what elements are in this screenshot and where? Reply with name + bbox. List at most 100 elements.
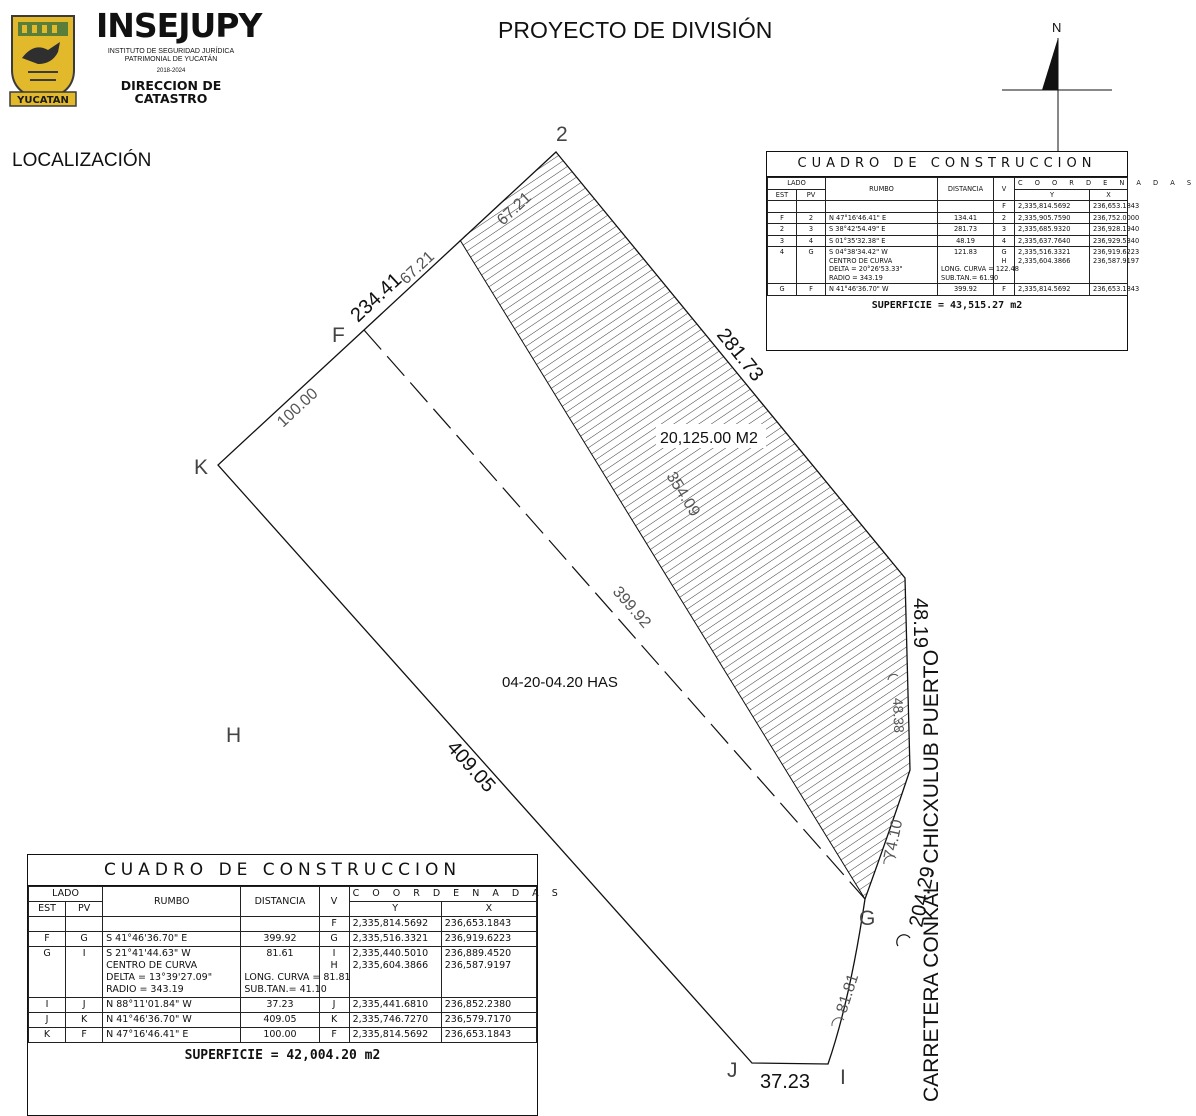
table-row: J K N 41°46'36.70" W 409.05 K 2,335,746.… bbox=[27, 1012, 538, 1028]
rumbo-line: S 04°38'34.42" W bbox=[829, 248, 888, 256]
x-line: 236,889.4520 bbox=[444, 948, 512, 959]
cell-rumbo: N 88°11'01.84" W bbox=[102, 997, 242, 1013]
area-hatched-label: 20,125.00 M2 bbox=[660, 430, 758, 447]
cell-v: G bbox=[318, 931, 350, 947]
th-est: EST bbox=[27, 901, 67, 917]
rumbo-line: DELTA = 13°39'27.09" bbox=[106, 972, 213, 983]
brand-department-line2: CATASTRO bbox=[134, 91, 208, 106]
v-line: H bbox=[330, 960, 338, 971]
th-distancia: DISTANCIA bbox=[937, 177, 995, 201]
cell-x: 236,653.1843 bbox=[1089, 200, 1139, 213]
cell-distancia: 409.05 bbox=[240, 1012, 320, 1028]
table-top-title: CUADRO DE CONSTRUCCION bbox=[767, 152, 1127, 177]
dim-48-38: 48.38 bbox=[890, 698, 907, 734]
v-line: H bbox=[1001, 256, 1007, 265]
cell-pv: G bbox=[65, 931, 104, 947]
y-line: 2,335,604.3866 bbox=[1018, 256, 1071, 265]
dim-48-19: 48.19 bbox=[909, 598, 931, 648]
rumbo-line: DELTA = 20°26'53.33" bbox=[829, 265, 903, 273]
distancia-line: SUB.TAN.= 61.90 bbox=[941, 273, 999, 282]
vertex-J: J bbox=[727, 1059, 738, 1082]
cell-rumbo: S 01°35'32.38" E bbox=[825, 234, 939, 247]
table-row: F 2,335,814.5692 236,653.1843 bbox=[27, 916, 538, 932]
cell-distancia: 134.41 bbox=[937, 211, 995, 224]
th-x: X bbox=[1089, 188, 1129, 201]
x-line: 236,919.6223 bbox=[1093, 248, 1140, 256]
cell-x: 236,919.6223 bbox=[440, 931, 538, 947]
cell-y: 2,335,516.3321 2,335,604.3866 bbox=[1014, 246, 1091, 284]
cell-y: 2,335,814.5692 bbox=[1014, 283, 1091, 296]
area-main-label: 04-20-04.20 HAS bbox=[502, 674, 618, 691]
table-top-superficie: SUPERFICIE = 43,515.27 m2 bbox=[871, 299, 1023, 311]
vertex-K: K bbox=[194, 456, 208, 479]
table-row: G F N 41°46'36.70" W 399.92 F 2,335,814.… bbox=[767, 283, 1139, 296]
y-line: 2,335,440.5010 bbox=[352, 948, 429, 959]
cell-x: 236,928.1940 bbox=[1089, 223, 1139, 236]
brand-subtitle-line2: PATRIMONIAL DE YUCATÁN bbox=[124, 56, 218, 63]
page-title: PROYECTO DE DIVISIÓN bbox=[498, 17, 773, 43]
brand-subtitle-line1: INSTITUTO DE SEGURIDAD JURÍDICA bbox=[107, 48, 235, 55]
survey-plan: 2 F K H G J I 234.41 67.21 67.21 281.73 … bbox=[194, 123, 943, 1102]
brand-block: INSEJUPY INSTITUTO DE SEGURIDAD JURÍDICA… bbox=[96, 6, 262, 106]
th-pv: PV bbox=[795, 188, 827, 201]
location-label: LOCALIZACIÓN bbox=[12, 150, 152, 171]
brand-years: 2018-2024 bbox=[156, 68, 186, 74]
th-y: Y bbox=[1014, 188, 1091, 201]
road-label: CARRETERA CONKAL - CHICXULUB PUERTO bbox=[920, 650, 943, 1102]
cell-distancia: 281.73 bbox=[937, 223, 995, 236]
cell-v: F bbox=[993, 200, 1016, 213]
cell-x: 236,852.2380 bbox=[440, 997, 538, 1013]
table-bottom-superficie: SUPERFICIE = 42,004.20 m2 bbox=[184, 1048, 381, 1063]
cell-v: J bbox=[318, 997, 350, 1013]
cell-pv: 3 bbox=[795, 223, 827, 236]
yucatan-shield-logo: YUCATAN bbox=[9, 15, 77, 107]
th-coordenadas: C O O R D E N A D A S bbox=[348, 886, 558, 902]
th-rumbo: RUMBO bbox=[825, 177, 939, 201]
cell-pv: F bbox=[65, 1027, 104, 1043]
cell-y: 2,335,441.6810 bbox=[348, 997, 442, 1013]
th-est: EST bbox=[767, 188, 797, 201]
cell-est: G bbox=[27, 946, 67, 998]
cell-x: 236,889.4520 236,587.9197 bbox=[440, 946, 538, 998]
cell-rumbo: S 04°38'34.42" W CENTRO DE CURVA DELTA =… bbox=[825, 246, 939, 284]
cell-distancia: 121.83 LONG. CURVA = 122.48 SUB.TAN.= 61… bbox=[937, 246, 1019, 284]
th-v: V bbox=[318, 886, 350, 917]
cell-est: F bbox=[767, 211, 797, 224]
dim-81-81: 81.81 bbox=[834, 972, 863, 1015]
cell-x: 236,653.1843 bbox=[440, 916, 538, 932]
cell-rumbo: N 41°46'36.70" W bbox=[825, 283, 939, 296]
cell-pv: G bbox=[795, 246, 827, 284]
cell-x: 236,653.1843 bbox=[440, 1027, 538, 1043]
parcel-boundary bbox=[217, 151, 911, 1065]
cell-y: 2,335,637.7640 bbox=[1014, 234, 1091, 247]
cell-est: I bbox=[27, 997, 67, 1013]
cell-est: 4 bbox=[767, 246, 797, 284]
cell-rumbo: S 38°42'54.49" E bbox=[825, 223, 939, 236]
cell-v: 3 bbox=[993, 223, 1016, 236]
vertex-G: G bbox=[859, 907, 875, 930]
v-line: G bbox=[1001, 248, 1007, 256]
vertex-F: F bbox=[332, 324, 345, 347]
dim-409-05: 409.05 bbox=[442, 737, 499, 797]
th-v: V bbox=[993, 177, 1016, 201]
cell-est: F bbox=[27, 931, 67, 947]
table-row: F G S 41°46'36.70" E 399.92 G 2,335,516.… bbox=[27, 931, 538, 947]
rumbo-line: RADIO = 343.19 bbox=[106, 984, 184, 995]
cell-y: 2,335,440.5010 2,335,604.3866 bbox=[348, 946, 442, 998]
table-row: 4 G S 04°38'34.42" W CENTRO DE CURVA DEL… bbox=[767, 246, 1140, 284]
th-lado: LADO bbox=[27, 886, 104, 902]
hatch-inner-edge bbox=[459, 239, 866, 900]
cell-y: 2,335,516.3321 bbox=[348, 931, 442, 947]
brand-subtitle: INSTITUTO DE SEGURIDAD JURÍDICA PATRIMON… bbox=[96, 48, 246, 64]
brand-name: INSEJUPY bbox=[96, 6, 262, 45]
vertex-2: 2 bbox=[556, 123, 568, 146]
cell-y: 2,335,746.7270 bbox=[348, 1012, 442, 1028]
cell-rumbo: S 21°41'44.63" W CENTRO DE CURVA DELTA =… bbox=[102, 946, 242, 998]
dim-399-92: 399.92 bbox=[609, 583, 654, 631]
cell-y: 2,335,905.7590 bbox=[1014, 211, 1091, 224]
cell-pv: J bbox=[65, 997, 104, 1013]
rumbo-line: CENTRO DE CURVA bbox=[106, 960, 198, 971]
cell-distancia: 81.61 LONG. CURVA = 81.81 SUB.TAN.= 41.1… bbox=[240, 946, 351, 998]
cell-pv: K bbox=[65, 1012, 104, 1028]
cell-est: J bbox=[27, 1012, 67, 1028]
